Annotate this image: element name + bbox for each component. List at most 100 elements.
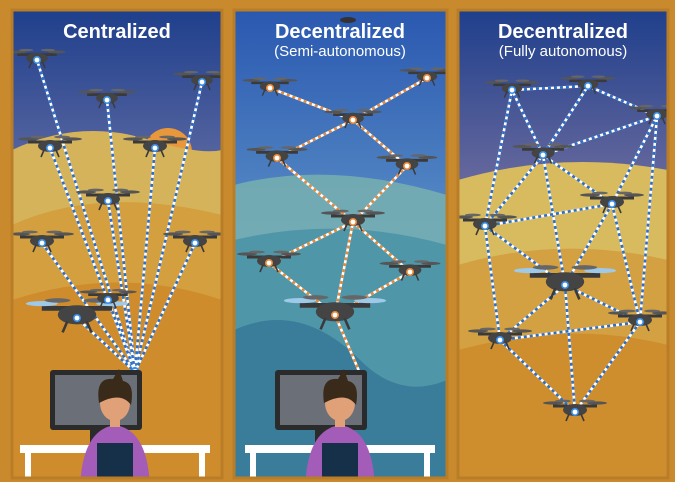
operator-at-computer-icon [245, 369, 435, 478]
quadcopter-drone-icon [468, 327, 532, 350]
comm-link [563, 284, 577, 413]
quadcopter-drone-icon [376, 154, 438, 175]
quadcopter-drone-icon [173, 70, 222, 91]
comm-link-dash [542, 114, 658, 157]
drone-node [37, 239, 46, 248]
drone-node [607, 200, 616, 209]
centralized-drones [12, 48, 222, 377]
drone-node [73, 313, 82, 322]
panel-semi-autonomous [234, 10, 447, 478]
comm-link-dash [610, 203, 642, 323]
drone-node [507, 86, 516, 95]
drone-node [264, 258, 273, 267]
hair [323, 369, 357, 405]
comm-link-dash [483, 225, 502, 341]
comm-link-dash [541, 154, 567, 286]
quadcopter-drone-icon [163, 230, 222, 253]
quadcopter-drone-icon [512, 143, 574, 164]
comm-link-dash [483, 89, 514, 227]
drone-node [191, 239, 200, 248]
hair [98, 369, 132, 405]
comm-link [484, 202, 613, 228]
semi-autonomous-links [268, 76, 428, 379]
comm-link-dash [484, 224, 566, 287]
quadcopter-drone-icon [79, 288, 137, 309]
quadcopter-drone-icon [628, 104, 668, 125]
panel-centralized [12, 10, 222, 478]
drone-node [103, 96, 112, 105]
comm-link-dash [133, 81, 204, 373]
comm-link-dash [542, 153, 613, 206]
quadcopter-drone-icon [399, 67, 447, 86]
comm-link-dash [133, 147, 157, 373]
drone-node [422, 74, 431, 83]
comm-link [352, 119, 408, 167]
comm-link-dash [76, 317, 136, 373]
drone-node [495, 335, 504, 344]
comm-link-dash [35, 59, 137, 373]
drone-node [652, 112, 661, 121]
quadcopter-drone-icon [76, 188, 140, 211]
comm-link-dash [511, 84, 589, 92]
quadcopter-drone-icon [458, 213, 517, 236]
drone-node [583, 82, 592, 91]
quadcopter-drone-icon [484, 79, 540, 98]
comm-link-dash [573, 321, 642, 413]
quadcopter-drone-icon [123, 135, 187, 158]
quadcopter-drone-icon [560, 75, 616, 94]
quadcopter-drone-icon [513, 265, 617, 300]
drone-node [480, 222, 489, 231]
quadcopter-drone-icon [237, 250, 301, 273]
drone-node [265, 84, 274, 93]
comm-link-dash [352, 76, 428, 122]
quadcopter-drone-icon [242, 77, 298, 96]
quadcopter-drone-icon [283, 295, 387, 330]
panel-subtitle-semi-autonomous: (Semi-autonomous) [274, 43, 406, 60]
quadcopter-drone-icon [12, 230, 74, 253]
quadcopter-drone-icon [18, 135, 82, 158]
comm-link [133, 242, 197, 373]
comm-link-dash [276, 157, 354, 223]
comm-link [105, 99, 137, 373]
comm-link-dash [610, 115, 659, 205]
comm-link-dash [268, 261, 336, 317]
panel-title-fully-autonomous: Decentralized [498, 21, 628, 43]
drone-node [198, 78, 207, 87]
quadcopter-drone-icon [25, 298, 129, 333]
panel-fully-autonomous [458, 10, 668, 478]
distant-drone-icon [340, 17, 356, 23]
comm-link-dash [333, 221, 355, 316]
drone-node [348, 218, 357, 227]
drone-node [635, 317, 644, 326]
comm-link-dash [106, 200, 137, 373]
comm-link-dash [638, 115, 659, 323]
comm-link [333, 314, 364, 379]
drone-node [402, 162, 411, 171]
comm-link [499, 320, 641, 342]
operator-at-computer-icon [20, 369, 210, 478]
quadcopter-drone-icon [543, 399, 607, 422]
quadcopter-drone-icon [580, 191, 644, 214]
drone-node [348, 116, 357, 125]
comm-link-dash [352, 165, 408, 223]
drone-node [151, 144, 160, 153]
panel-subtitle-fully-autonomous: (Fully autonomous) [499, 43, 627, 60]
drone-node [570, 407, 579, 416]
comm-link-dash [106, 299, 137, 373]
drone-node [538, 151, 547, 160]
comm-link-dash [276, 118, 354, 160]
drone-node [32, 55, 41, 64]
drone-node [104, 295, 113, 304]
quadcopter-drone-icon [608, 309, 668, 332]
drone-node [272, 154, 281, 163]
quadcopter-drone-icon [321, 209, 385, 232]
fully-autonomous-drones [458, 75, 668, 422]
quadcopter-drone-icon [379, 260, 441, 281]
comm-link-dash [563, 203, 614, 286]
panel-title-semi-autonomous: Decentralized [275, 21, 405, 43]
quadcopter-drone-icon [246, 146, 308, 167]
quadcopter-drone-icon [78, 88, 136, 109]
quadcopter-drone-icon [12, 48, 66, 69]
drone-node [104, 197, 113, 206]
